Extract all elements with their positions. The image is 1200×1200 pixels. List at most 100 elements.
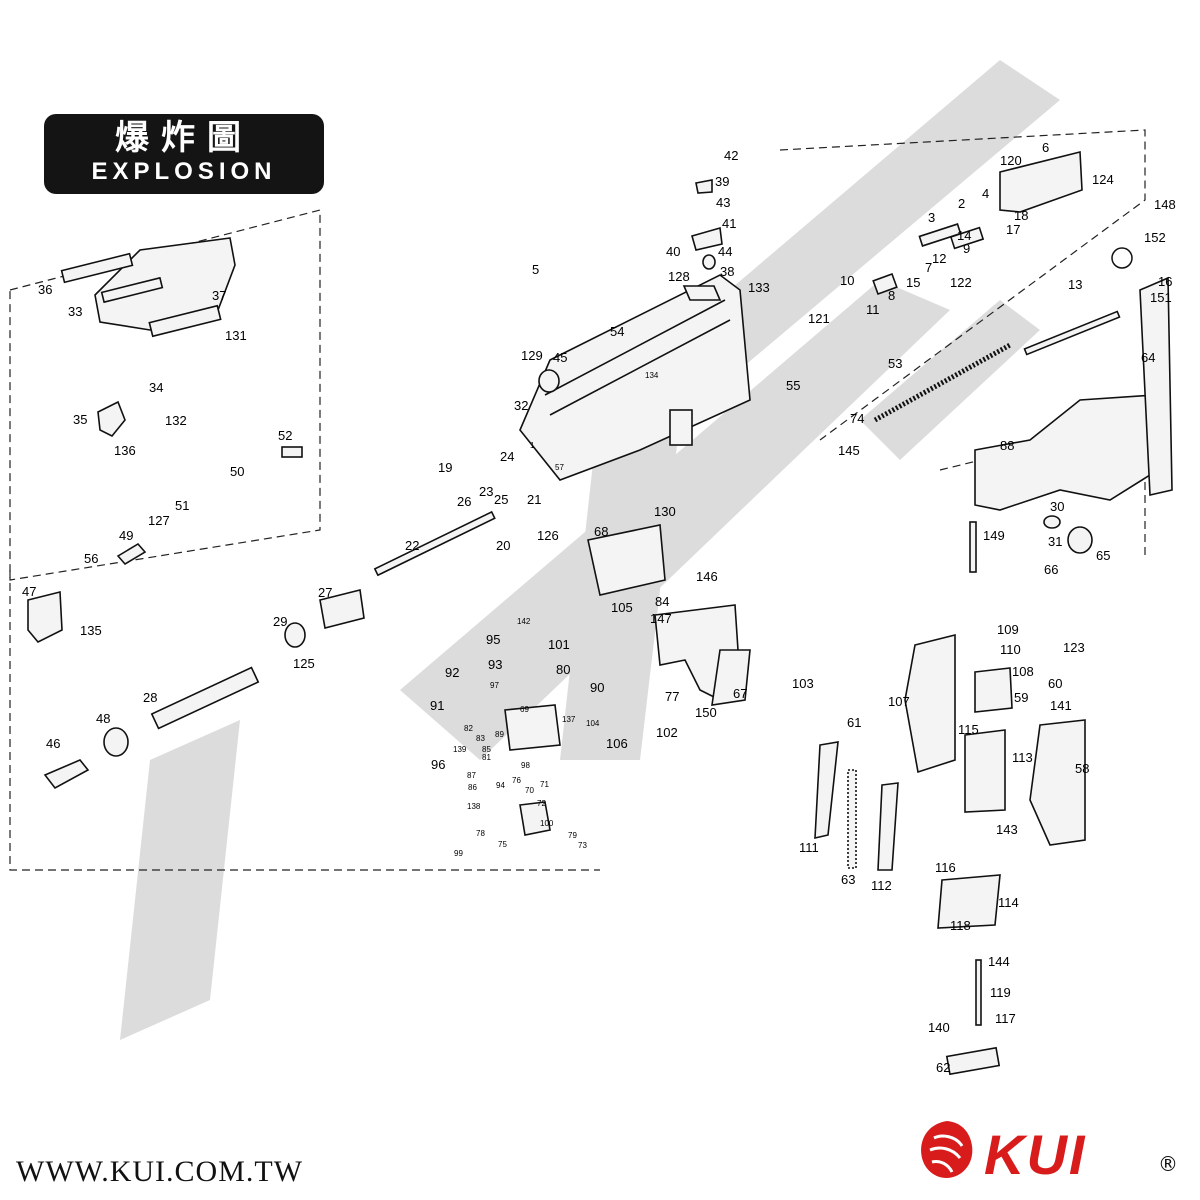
part-label-23: 23 [479,484,493,499]
part-label-131: 131 [225,328,247,343]
part-label-25: 25 [494,492,508,507]
part-label-79: 79 [568,831,577,840]
part-label-59: 59 [1014,690,1028,705]
part-label-2: 2 [958,196,965,211]
part-label-145: 145 [838,443,860,458]
part-label-128: 128 [668,269,690,284]
part-label-124: 124 [1092,172,1114,187]
part-label-3: 3 [928,210,935,225]
part-label-52: 52 [278,428,292,443]
part-label-127: 127 [148,513,170,528]
part-label-98: 98 [521,761,530,770]
part-label-15: 15 [906,275,920,290]
part-label-150: 150 [695,705,717,720]
part-label-88: 88 [1000,438,1014,453]
part-label-22: 22 [405,538,419,553]
part-label-49: 49 [119,528,133,543]
part-label-73: 73 [578,841,587,850]
part-label-64: 64 [1141,350,1155,365]
part-label-77: 77 [665,689,679,704]
part-label-94: 94 [496,781,505,790]
part-label-101: 101 [548,637,570,652]
part-label-103: 103 [792,676,814,691]
part-label-143: 143 [996,822,1018,837]
part-label-70: 70 [525,786,534,795]
part-label-93: 93 [488,657,502,672]
part-label-147: 147 [650,611,672,626]
part-label-130: 130 [654,504,676,519]
part-label-38: 38 [720,264,734,279]
part-label-37: 37 [212,288,226,303]
part-label-69: 69 [520,705,529,714]
part-label-13: 13 [1068,277,1082,292]
part-label-6: 6 [1042,140,1049,155]
part-label-18: 18 [1014,208,1028,223]
part-label-87: 87 [467,771,476,780]
part-label-123: 123 [1063,640,1085,655]
part-label-95: 95 [486,632,500,647]
part-label-27: 27 [318,585,332,600]
part-label-11: 11 [866,302,880,317]
part-label-115: 115 [958,722,979,737]
part-label-111: 111 [799,840,819,855]
part-label-119: 119 [990,985,1011,1000]
part-label-12: 12 [932,251,946,266]
part-label-50: 50 [230,464,244,479]
part-label-113: 113 [1012,750,1033,765]
part-label-9: 9 [963,241,970,256]
title-chinese: 爆炸圖 [115,118,253,158]
registered-mark-icon [1111,247,1133,269]
part-label-48: 48 [96,711,110,726]
part-label-34: 34 [149,380,163,395]
part-label-65: 65 [1096,548,1110,563]
part-label-107: 107 [888,694,910,709]
website-url: WWW.KUI.COM.TW [16,1155,304,1188]
part-label-5: 5 [532,262,539,277]
part-label-35: 35 [73,412,87,427]
part-label-86: 86 [468,783,477,792]
title-english: EXPLOSION [91,158,277,185]
part-label-62: 62 [936,1060,950,1075]
part-label-152: 152 [1144,230,1166,245]
part-label-78: 78 [476,829,485,838]
part-label-14: 14 [957,228,971,243]
part-label-140: 140 [928,1020,950,1035]
part-label-32: 32 [514,398,528,413]
part-label-57: 57 [555,463,564,472]
part-label-30: 30 [1050,499,1064,514]
part-label-36: 36 [38,282,52,297]
part-label-149: 149 [983,528,1005,543]
part-label-133: 133 [748,280,770,295]
part-label-120: 120 [1000,153,1022,168]
part-label-144: 144 [988,954,1010,969]
part-label-31: 31 [1048,534,1062,549]
parts-drawings [27,150,1173,1076]
part-label-45: 45 [553,350,567,365]
part-label-135: 135 [80,623,102,638]
part-label-142: 142 [517,617,531,626]
part-label-139: 139 [453,745,467,754]
part-label-51: 51 [175,498,189,513]
part-label-67: 67 [733,686,747,701]
part-label-116: 116 [935,860,956,875]
part-label-117: 117 [995,1011,1016,1026]
part-label-72: 72 [537,799,546,808]
part-label-61: 61 [847,715,861,730]
part-label-99: 99 [454,849,463,858]
part-label-55: 55 [786,378,800,393]
part-label-66: 66 [1044,562,1058,577]
part-label-43: 43 [716,195,730,210]
kui-watermark [120,60,1060,1040]
part-label-134: 134 [645,371,659,380]
part-label-109: 109 [997,622,1019,637]
part-label-122: 122 [950,275,972,290]
part-label-29: 29 [273,614,287,629]
part-label-28: 28 [143,690,157,705]
part-label-129: 129 [521,348,543,363]
part-label-148: 148 [1154,197,1176,212]
part-label-80: 80 [556,662,570,677]
part-label-10: 10 [840,273,854,288]
part-label-82: 82 [464,724,473,733]
part-label-54: 54 [610,324,624,339]
